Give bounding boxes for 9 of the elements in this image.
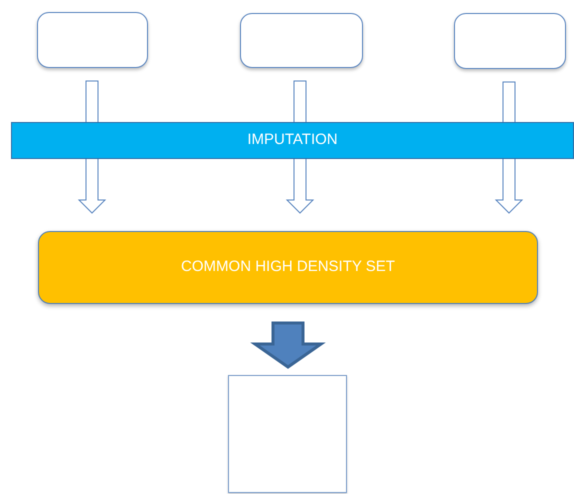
process-band: [11, 122, 574, 159]
output-box: [228, 375, 347, 493]
process-box: [38, 231, 538, 304]
rounded-box: [240, 13, 363, 68]
node-label: IMPUTATION: [247, 130, 338, 150]
node-label: COMMON HIGH DENSITY SET: [181, 257, 395, 278]
rounded-box: [37, 12, 148, 68]
block-arrow: [250, 322, 326, 369]
rounded-box: [454, 13, 566, 69]
